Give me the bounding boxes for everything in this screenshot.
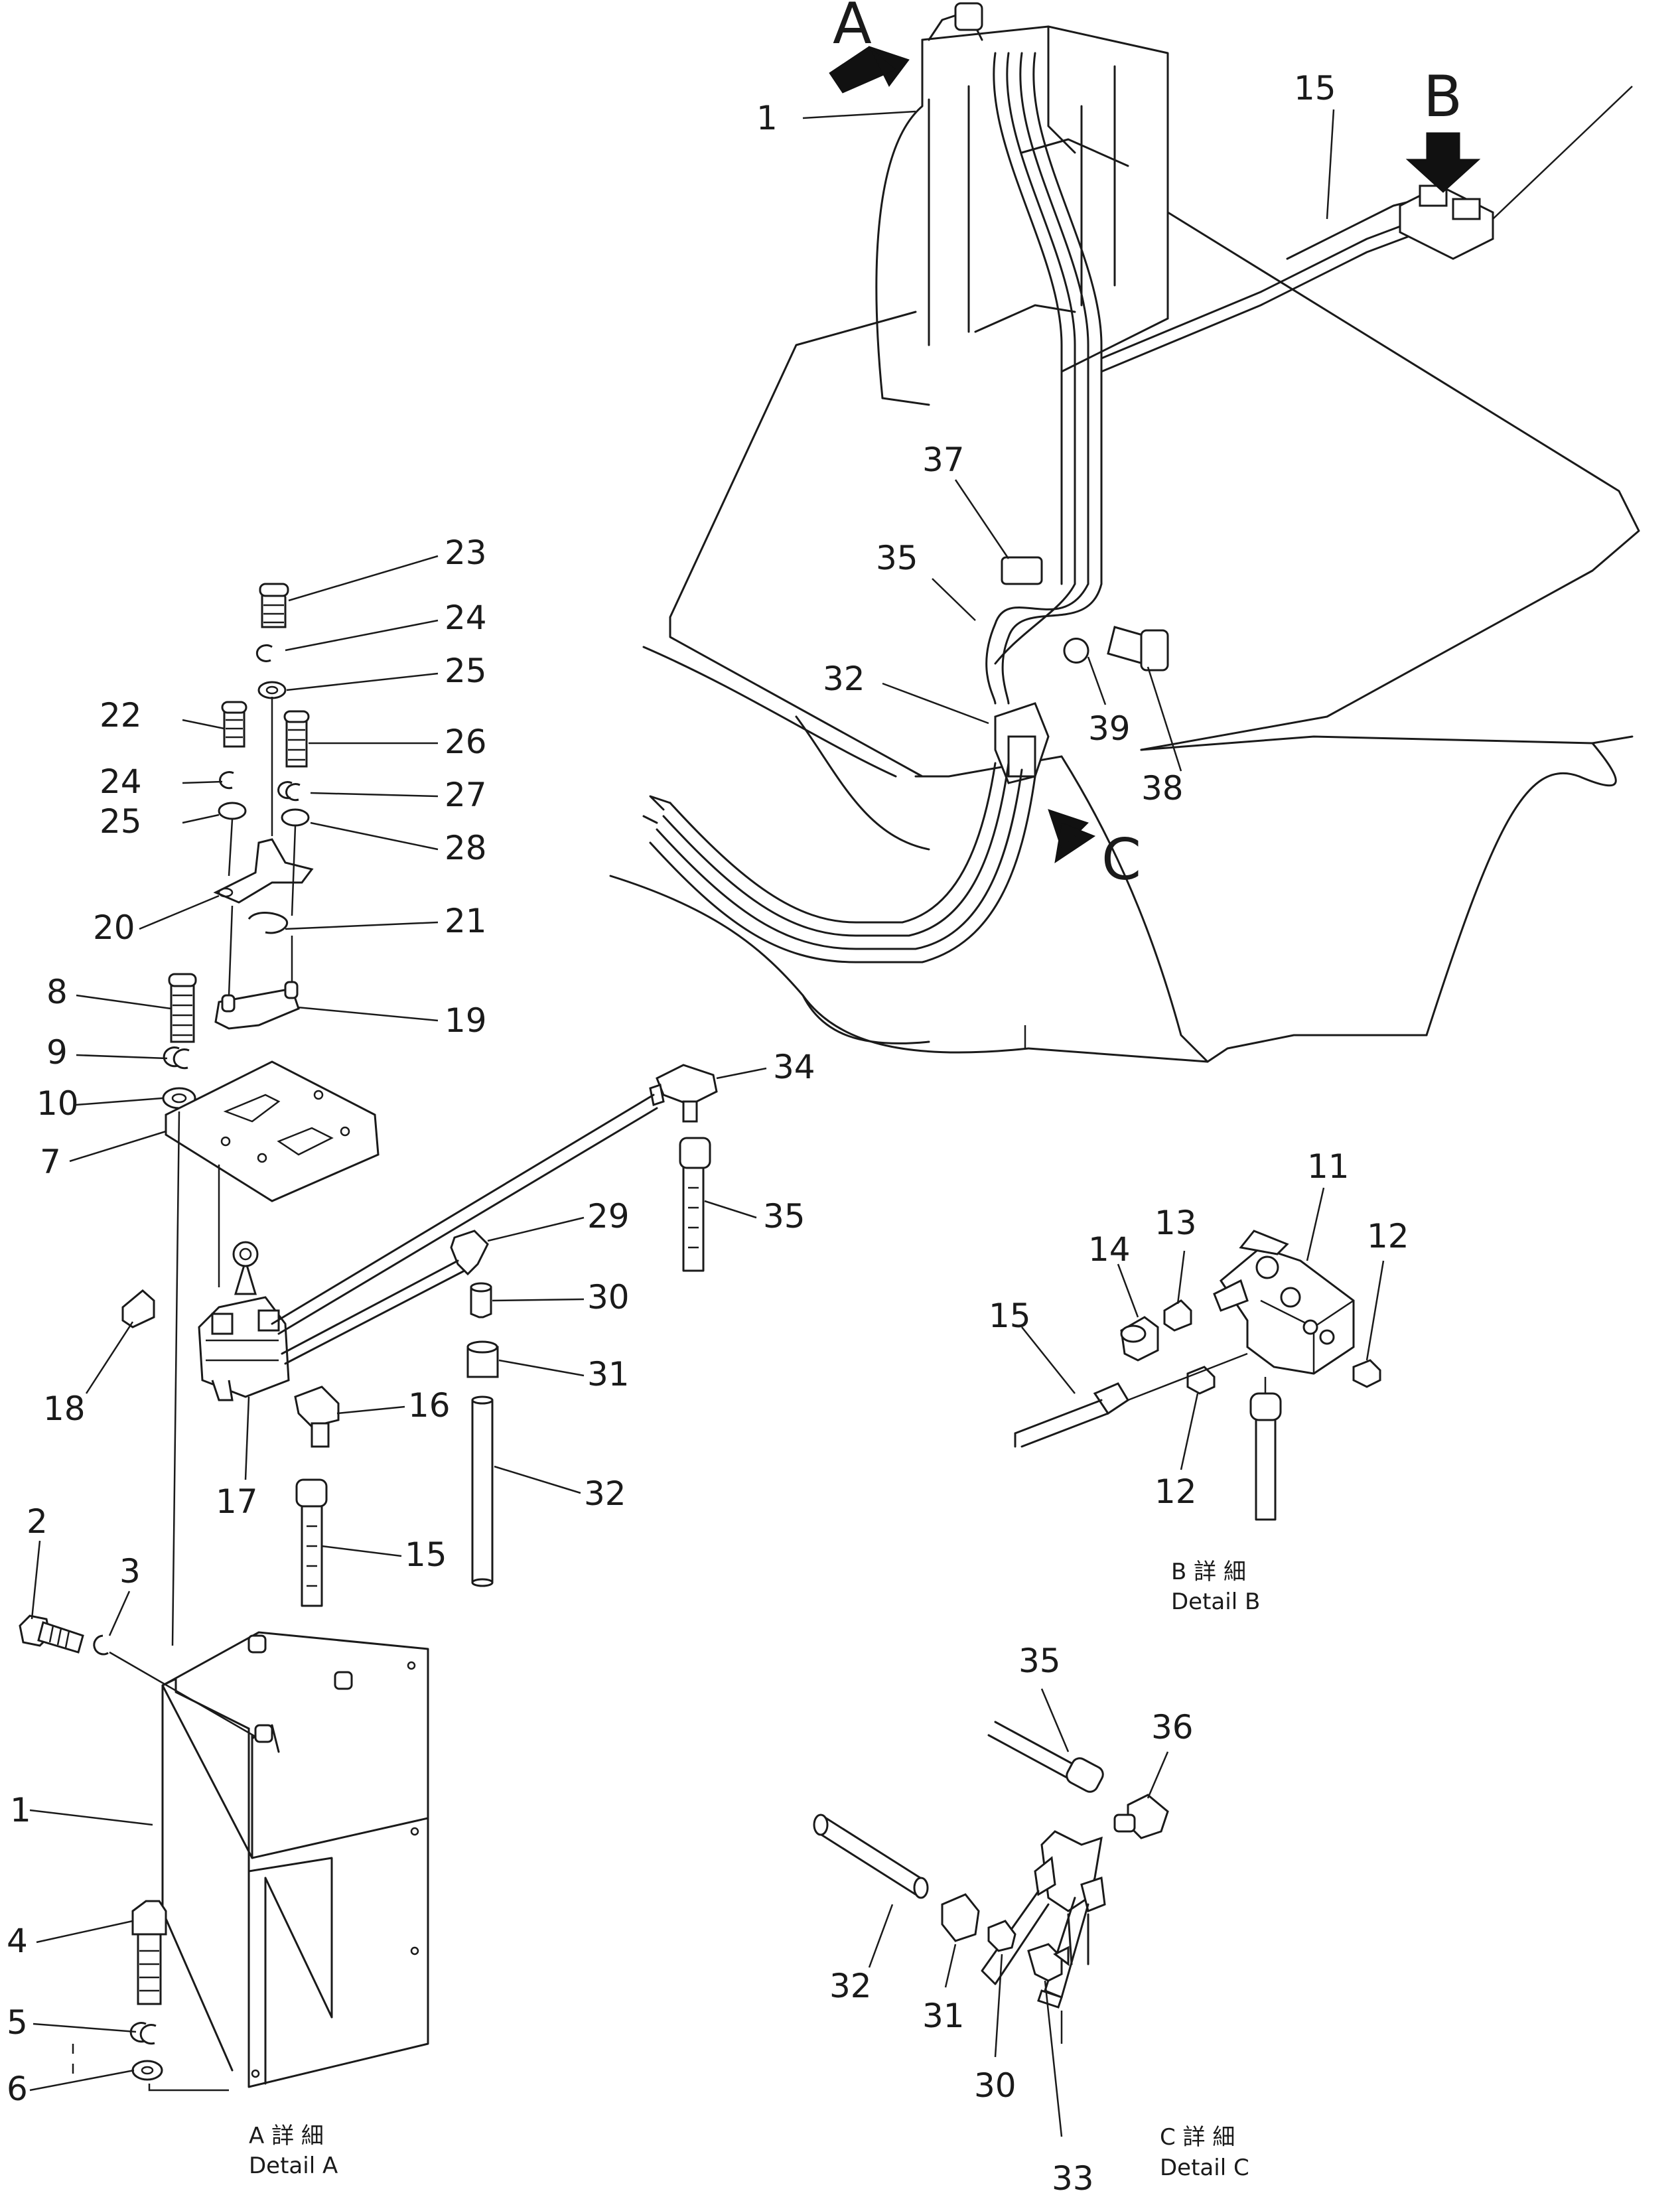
callout-38: 38	[1141, 769, 1184, 808]
callout-15-overview: 15	[1294, 69, 1336, 107]
callout-32-detail-c: 32	[829, 1967, 872, 2005]
callout-30-detail-a: 30	[587, 1278, 630, 1317]
callout-26: 26	[445, 723, 487, 761]
callout-28: 28	[445, 829, 487, 867]
callout-33: 33	[1052, 2159, 1094, 2198]
callout-2: 2	[27, 1502, 48, 1541]
callout-29: 29	[587, 1197, 630, 1236]
callout-6: 6	[7, 2070, 28, 2108]
callout-16: 16	[408, 1386, 451, 1425]
callout-19: 19	[445, 1001, 487, 1040]
callout-35-overview: 35	[876, 539, 918, 577]
view-label-c: C	[1101, 827, 1141, 893]
callout-12-right: 12	[1367, 1217, 1409, 1255]
callout-35-detail-c: 35	[1018, 1642, 1061, 1680]
callout-25-lower: 25	[100, 802, 142, 841]
callout-34: 34	[773, 1048, 815, 1086]
callout-21: 21	[445, 902, 487, 940]
callout-15-detail-a: 15	[405, 1535, 447, 1574]
caption-detail-c-en: Detail C	[1160, 2155, 1249, 2181]
callout-1-detail-a: 1	[10, 1791, 31, 1829]
caption-detail-a-en: Detail A	[249, 2153, 338, 2179]
callout-24-lower: 24	[100, 762, 142, 801]
callout-32-overview: 32	[823, 660, 865, 698]
callout-23: 23	[445, 534, 487, 572]
callout-10: 10	[36, 1084, 79, 1123]
detail-a-leaders	[29, 555, 767, 2092]
caption-detail-c-jp: C 詳 細	[1160, 2124, 1235, 2151]
detail-a-parts	[19, 583, 718, 2092]
callout-31-detail-c: 31	[922, 1997, 965, 2035]
detail-c-parts	[813, 1721, 1169, 2044]
callout-37: 37	[922, 441, 965, 479]
callout-4: 4	[7, 1922, 28, 1960]
detail-b-parts	[1014, 1230, 1381, 1521]
detail-c-leaders	[868, 1688, 1169, 2137]
callout-1-overview: 1	[756, 99, 778, 137]
detail-b-leaders	[1021, 1187, 1385, 1470]
overview-leaders	[802, 109, 1335, 772]
callout-20: 20	[93, 908, 135, 947]
callout-5: 5	[7, 2003, 28, 2042]
callout-3: 3	[119, 1552, 141, 1591]
callout-24-upper: 24	[445, 599, 487, 637]
callout-27: 27	[445, 776, 487, 814]
callout-30-detail-c: 30	[974, 2066, 1016, 2105]
callout-36: 36	[1151, 1708, 1194, 1746]
callout-9: 9	[46, 1033, 68, 1072]
callout-11: 11	[1307, 1147, 1350, 1186]
overview-assembly	[609, 2, 1640, 1063]
callout-35-detail-a: 35	[763, 1197, 805, 1236]
callout-39: 39	[1088, 709, 1131, 748]
view-label-a: A	[833, 0, 872, 57]
callout-32-detail-a: 32	[584, 1474, 626, 1513]
callout-15-detail-b: 15	[989, 1297, 1031, 1335]
callout-17: 17	[216, 1482, 258, 1521]
caption-detail-a-jp: A 詳 細	[249, 2123, 324, 2149]
callout-31-detail-a: 31	[587, 1355, 630, 1393]
callout-8: 8	[46, 973, 68, 1011]
callout-22: 22	[100, 696, 142, 735]
view-label-b: B	[1423, 64, 1462, 130]
caption-detail-b-en: Detail B	[1171, 1589, 1260, 1615]
callout-18: 18	[43, 1389, 86, 1428]
callout-14: 14	[1088, 1230, 1131, 1269]
callout-25-upper: 25	[445, 652, 487, 690]
callout-12-lower: 12	[1155, 1472, 1197, 1511]
caption-detail-b-jp: B 詳 細	[1171, 1559, 1246, 1585]
callout-13: 13	[1155, 1204, 1197, 1242]
callout-7: 7	[40, 1143, 61, 1181]
